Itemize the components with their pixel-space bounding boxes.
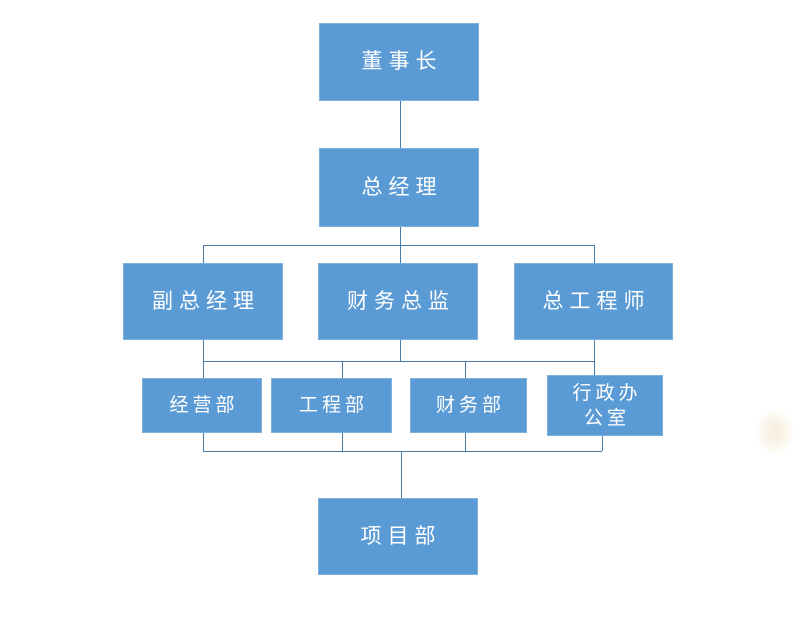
org-node-operations-dept-label: 经营部 [169,394,239,417]
org-node-chief-engineer: 总工程师 [514,263,673,340]
connector-bus-level3 [203,245,594,246]
org-node-project-dept-label: 项目部 [360,523,442,548]
org-node-chairman: 董事长 [319,23,479,101]
connector-bus5-to-project-dept [401,451,402,498]
connector-engineering-drop [342,433,343,451]
connector-admin-office-drop [602,436,603,451]
connector-bus-level5 [203,451,602,452]
org-node-general-manager-label: 总经理 [361,174,443,199]
org-node-general-manager: 总经理 [319,148,479,227]
connector-bus4-to-engineering [342,361,343,378]
org-node-deputy-gm: 副总经理 [123,263,283,340]
org-node-finance-director-label: 财务总监 [347,288,455,313]
org-node-chief-engineer-label: 总工程师 [542,288,651,313]
connector-operations-drop [203,433,204,451]
org-node-project-dept: 项目部 [318,498,478,575]
org-node-deputy-gm-label: 副总经理 [152,288,260,313]
watermark-smudge [758,412,792,452]
connector-bus3-to-chief-engineer [594,245,595,263]
org-node-finance-dept-label: 财务部 [435,394,505,417]
connector-bus4-to-finance-dept [465,361,466,378]
org-node-engineering-dept: 工程部 [271,378,392,433]
org-node-finance-dept: 财务部 [410,378,527,433]
connector-deputy-gm-to-operations [203,340,204,378]
org-node-engineering-dept-label: 工程部 [298,394,368,417]
connector-bus3-to-deputy-gm [203,245,204,263]
org-node-admin-office-label-line2: 公室 [583,406,630,429]
org-node-operations-dept: 经营部 [142,378,262,433]
org-node-chairman-label: 董事长 [361,49,443,74]
connector-chairman-to-gm [400,101,401,148]
org-node-finance-director: 财务总监 [318,263,478,340]
connector-bus-level4 [203,361,594,362]
connector-chief-engineer-to-admin [594,340,595,375]
connector-finance-director-drop [400,340,401,361]
connector-finance-dept-drop [465,433,466,451]
org-node-admin-office: 行政办 公室 [547,375,663,436]
org-node-admin-office-label-line1: 行政办 [572,381,642,404]
